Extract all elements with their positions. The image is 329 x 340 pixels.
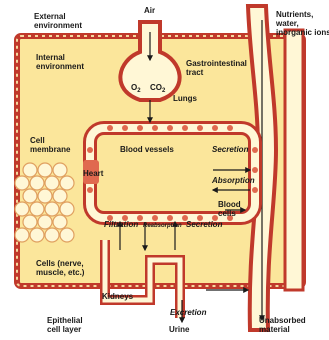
cells-label: Cells (nerve, xyxy=(36,259,84,268)
blood-cells-label-2: cells xyxy=(218,209,236,218)
epithelial-label-2: cell layer xyxy=(47,325,81,334)
air-label: Air xyxy=(144,6,155,15)
gi-tract-label-2: tract xyxy=(186,68,204,77)
nutrients-label-3: inorganic ions xyxy=(276,28,329,37)
reabsorption-label: Reabsorption xyxy=(143,223,182,229)
urine-label: Urine xyxy=(169,325,190,334)
excretion-label: Excretion xyxy=(170,308,207,317)
external-environment-label: External xyxy=(34,12,66,21)
kidneys-label: Kidneys xyxy=(102,292,134,301)
blood-cells-label: Blood xyxy=(218,200,241,209)
lungs-label: Lungs xyxy=(173,94,198,103)
outer-tube-right xyxy=(285,30,303,290)
internal-environment-label: Internal xyxy=(36,53,65,62)
unabsorbed-label-2: material xyxy=(259,325,290,334)
cell-membrane-label-2: membrane xyxy=(30,145,71,154)
epithelial-label: Epithelial xyxy=(47,316,83,325)
external-environment-label-2: environment xyxy=(34,21,82,30)
cells-label-2: muscle, etc.) xyxy=(36,268,85,277)
secretion-top-label: Secretion xyxy=(212,145,249,154)
absorption-label: Absorption xyxy=(211,176,255,185)
secretion-bottom-label: Secretion xyxy=(186,220,223,229)
blood-vessels-label: Blood vessels xyxy=(120,145,174,154)
filtration-label: Filtration xyxy=(104,220,138,229)
heart-label: Heart xyxy=(83,169,104,178)
nutrients-label: Nutrients, xyxy=(276,10,313,19)
cell-membrane-label: Cell xyxy=(30,136,45,145)
gi-tract-label: Gastrointestinal xyxy=(186,59,247,68)
unabsorbed-label: Unabsorbed xyxy=(259,316,306,325)
internal-environment-label-2: environment xyxy=(36,62,84,71)
nutrients-label-2: water, xyxy=(275,19,299,28)
